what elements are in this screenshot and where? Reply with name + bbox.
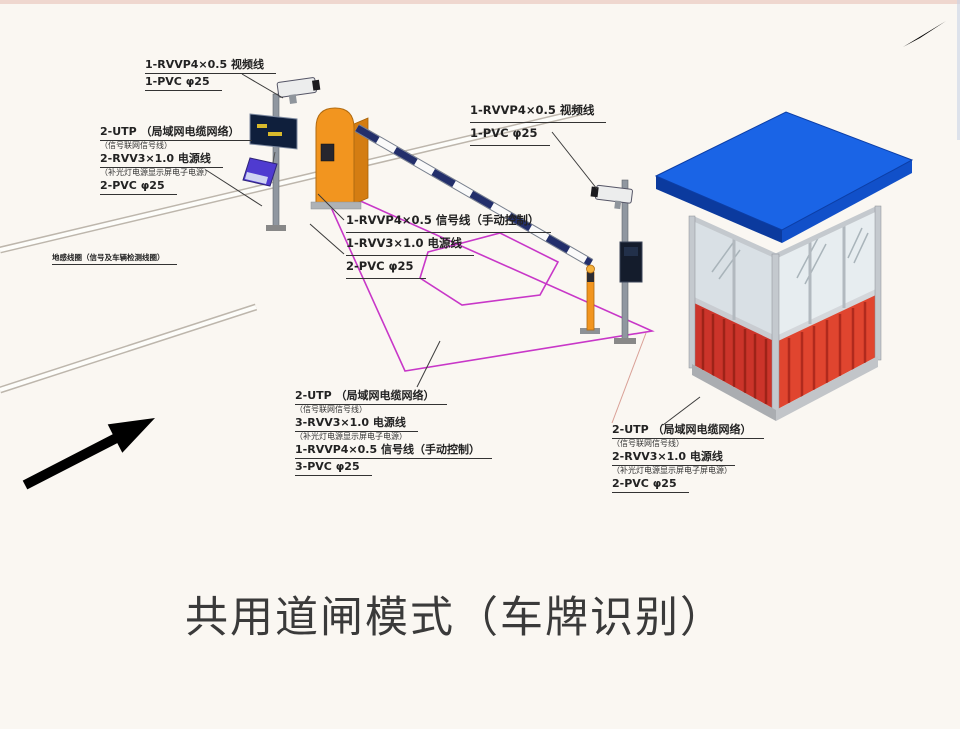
label-line: （补光灯电源显示屏电子电源） [100,168,212,177]
label-line: 3-PVC φ25 [295,459,372,476]
label-line: （补光灯电源显示屏电子屏电源） [612,466,732,475]
barrier-cabinet-front [315,107,355,205]
label-line: 地感线圈（信号及车辆检测线圈） [52,252,177,265]
leader-lines [205,73,701,426]
arm-support-post [580,264,600,334]
barrier-cabinet-base [310,201,362,210]
road-line-lower [0,303,258,394]
label-line: 2-UTP （局域网电缆网络） [100,124,252,141]
leader-line-pink [611,332,647,424]
label-line: 2-PVC φ25 [612,476,689,493]
direction-arrow-icon [22,418,156,490]
label-line: 1-RVV3×1.0 电源线 [346,233,474,256]
detection-zone-outline [318,181,655,372]
label-line: （信号联网信号线） [612,439,684,448]
label-line: 1-PVC φ25 [145,74,222,91]
flood-light-face [245,172,268,184]
barrier-gate-cabinet [310,107,369,210]
diagram-title: 共用道闸模式（车牌识别） [185,593,725,643]
lpr-camera-middle-icon [590,184,633,210]
label-booth-cables: 2-UTP （局域网电缆网络） （信号联网信号线） 2-RVV3×1.0 电源线… [612,422,764,493]
label-line: 2-UTP （局域网电缆网络） [612,422,764,439]
label-line: 2-PVC φ25 [100,178,177,195]
corrugation-left [701,309,768,404]
barrier-control-panel [320,143,335,162]
led-text-glow-1 [257,124,267,128]
label-line: 1-RVVP4×0.5 视频线 [145,57,276,74]
camera-pole-middle [590,179,643,344]
pole-left-base [266,225,286,231]
booth-base-right [776,356,878,421]
label-pole1-cables: 2-UTP （局域网电缆网络） （信号联网信号线） 2-RVV3×1.0 电源线… [100,124,252,195]
camera-pole-left [242,77,321,231]
label-ground-coil: 地感线圈（信号及车辆检测线圈） [52,252,177,265]
label-cam2-cables: 1-RVVP4×0.5 视频线 1-PVC φ25 [470,100,607,146]
roof-edge-left [656,176,782,243]
control-box-window [624,247,638,256]
label-line: 2-PVC φ25 [346,256,426,279]
label-line: （补光灯电源显示屏电子电源） [295,432,407,441]
label-cam1-cables: 1-RVVP4×0.5 视频线 1-PVC φ25 [145,57,276,91]
label-line: 1-RVVP4×0.5 视频线 [470,100,607,123]
label-line: 2-RVV3×1.0 电源线 [612,449,735,466]
north-arrow-icon [903,21,946,47]
booth-base-left [692,364,776,421]
label-line: 1-RVVP4×0.5 信号线（手动控制） [346,210,552,233]
label-line: （信号联网信号线） [295,405,367,414]
corrugation-right [787,302,867,403]
window-mullions [732,226,846,324]
label-barrier-cables: 1-RVVP4×0.5 信号线（手动控制） 1-RVV3×1.0 电源线 2-P… [346,210,552,279]
label-line: 1-PVC φ25 [470,123,550,146]
lpr-camera-left-icon [276,77,321,105]
pole-middle-base [614,338,636,344]
barrier-arm [354,124,594,267]
label-line: 1-RVVP4×0.5 信号线（手动控制） [295,442,492,459]
road-line-upper [0,107,586,254]
booth-window-right [776,210,878,340]
booth-frame [688,205,882,415]
label-line: 3-RVV3×1.0 电源线 [295,415,418,432]
led-text-glow-2 [268,132,282,136]
barrier-arm-stripes [355,124,593,267]
roof-edge-right [782,160,912,243]
photo-edge-right [957,0,960,140]
label-line: 2-UTP （局域网电缆网络） [295,388,447,405]
guard-booth [654,111,914,421]
label-bottom-cables: 2-UTP （局域网电缆网络） （信号联网信号线） 3-RVV3×1.0 电源线… [295,388,492,476]
label-line: （信号联网信号线） [100,141,172,150]
pole-left-mast [272,93,280,229]
led-display-screen [249,113,298,150]
roof-top [654,111,914,231]
photo-edge-top [0,0,960,4]
label-line: 2-RVV3×1.0 电源线 [100,151,223,168]
window-reflections [711,227,869,285]
